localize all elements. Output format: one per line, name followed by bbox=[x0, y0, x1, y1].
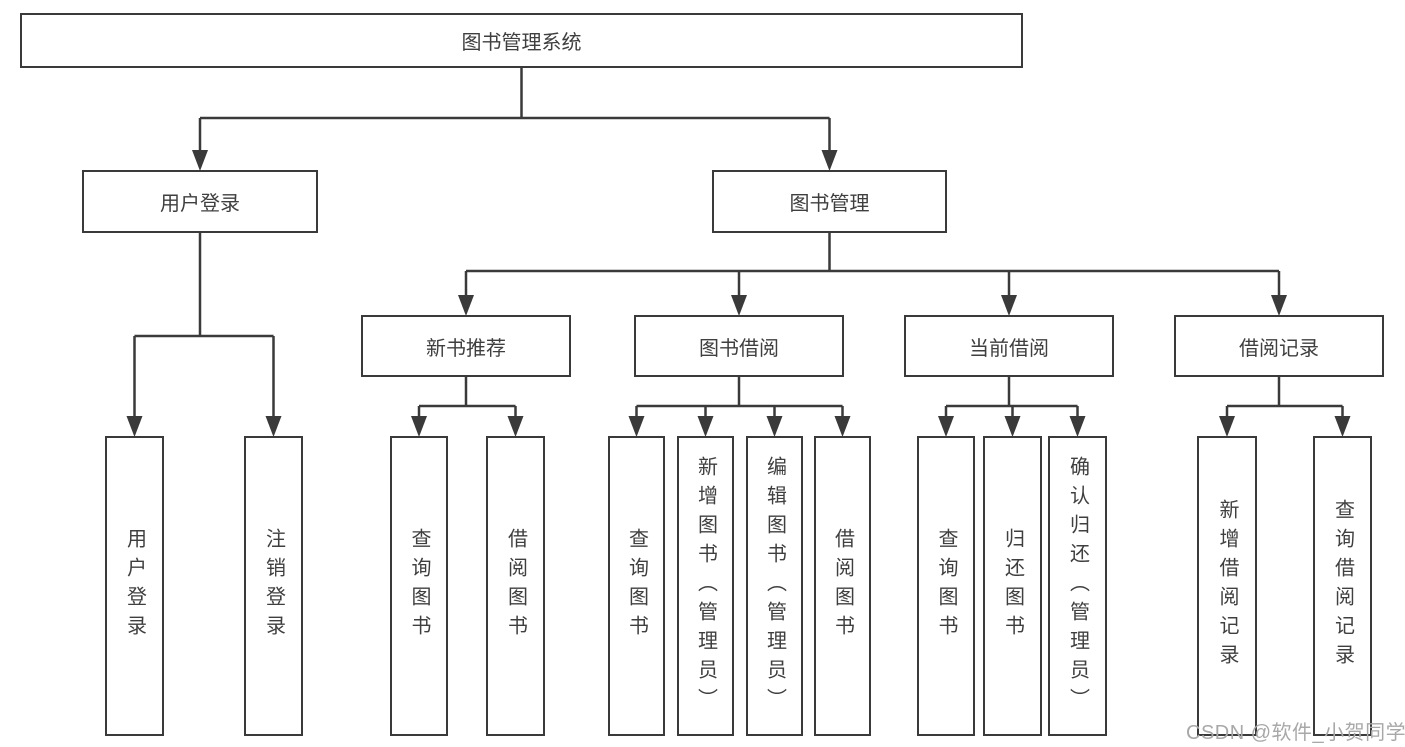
node-label: 归还图书 bbox=[1001, 528, 1024, 644]
node-label: 新书推荐 bbox=[426, 337, 506, 360]
node-label: 注销登录 bbox=[262, 528, 285, 644]
node-label: 借阅图书 bbox=[504, 528, 527, 644]
node-query-books-borrowing: 查询图书 bbox=[608, 436, 665, 736]
node-confirm-return-admin: 确认归还（管理员） bbox=[1048, 436, 1107, 736]
node-label: 借阅图书 bbox=[831, 528, 854, 644]
node-new-book-recommendation: 新书推荐 bbox=[361, 315, 571, 377]
node-label: 新增图书（管理员） bbox=[694, 455, 717, 717]
node-label: 新增借阅记录 bbox=[1216, 499, 1238, 673]
node-label: 查询图书 bbox=[408, 528, 430, 644]
node-borrowing-records: 借阅记录 bbox=[1174, 315, 1384, 377]
node-label: 编辑图书（管理员） bbox=[763, 455, 786, 717]
node-label: 当前借阅 bbox=[969, 337, 1049, 360]
node-return-books: 归还图书 bbox=[983, 436, 1042, 736]
node-label: 借阅记录 bbox=[1239, 337, 1319, 360]
node-label: 查询图书 bbox=[935, 528, 957, 644]
node-label: 用户登录 bbox=[123, 528, 146, 644]
node-query-books-current: 查询图书 bbox=[917, 436, 975, 736]
node-query-borrow-record: 查询借阅记录 bbox=[1313, 436, 1372, 736]
node-label: 查询借阅记录 bbox=[1331, 499, 1354, 673]
node-query-books-recommend: 查询图书 bbox=[390, 436, 448, 736]
node-book-borrowing: 图书借阅 bbox=[634, 315, 844, 377]
node-book-management-system: 图书管理系统 bbox=[20, 13, 1023, 68]
watermark: CSDN @软件_小贺同学 bbox=[1186, 722, 1405, 744]
node-borrow-books-recommend: 借阅图书 bbox=[486, 436, 545, 736]
node-user-login-leaf: 用户登录 bbox=[105, 436, 164, 736]
node-add-books-admin: 新增图书（管理员） bbox=[677, 436, 734, 736]
node-label: 图书管理 bbox=[789, 193, 870, 215]
node-label: 图书管理系统 bbox=[461, 32, 582, 54]
node-label: 图书借阅 bbox=[699, 337, 779, 360]
node-edit-books-admin: 编辑图书（管理员） bbox=[746, 436, 803, 736]
node-label: 查询图书 bbox=[625, 528, 648, 644]
node-label: 用户登录 bbox=[160, 193, 240, 215]
node-logout: 注销登录 bbox=[244, 436, 303, 736]
node-book-management: 图书管理 bbox=[712, 170, 947, 233]
node-add-borrow-record: 新增借阅记录 bbox=[1197, 436, 1257, 736]
node-borrow-books-borrowing: 借阅图书 bbox=[814, 436, 871, 736]
node-current-borrowing: 当前借阅 bbox=[904, 315, 1114, 377]
node-label: 确认归还（管理员） bbox=[1066, 455, 1089, 717]
node-user-login: 用户登录 bbox=[82, 170, 318, 233]
